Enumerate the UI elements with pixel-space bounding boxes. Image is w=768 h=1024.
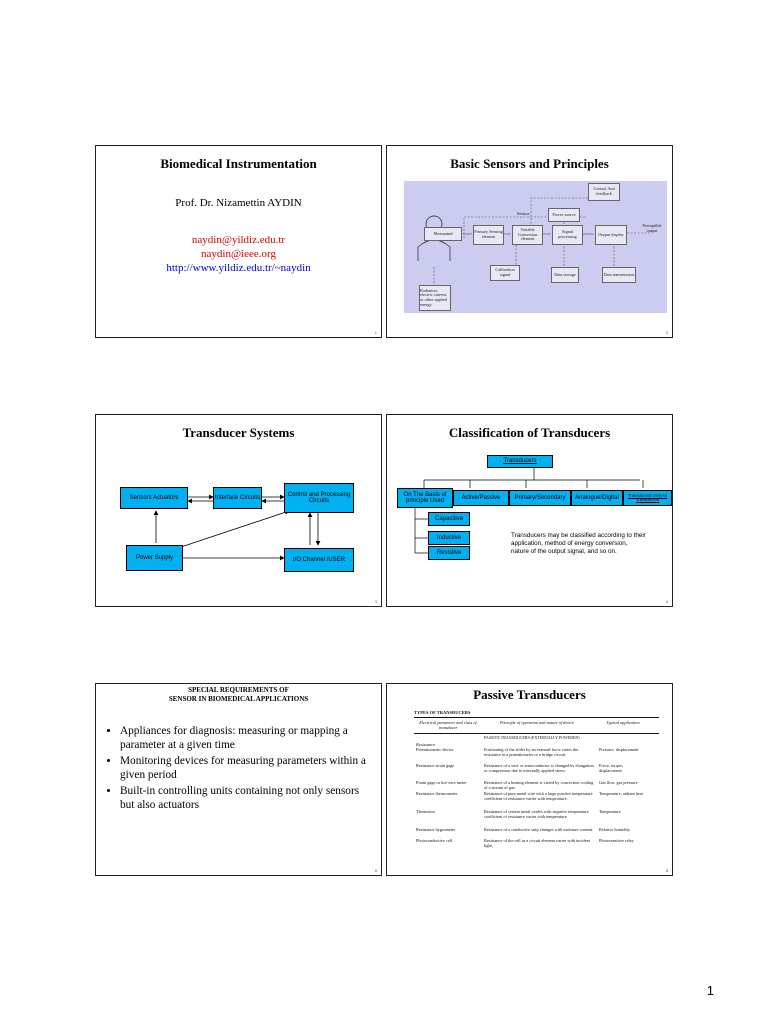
cell-principle: Resistance of the cell as a circuit elem… [484,838,590,849]
cell-application: Pressure, displacement [599,747,639,752]
title-line-2: SENSOR IN BIOMEDICAL APPLICATIONS [168,695,309,703]
classification-note: Transducers may be classified according … [511,532,646,556]
transducer-system-arrows [153,494,321,561]
cell-application: Photosensitive relay [599,838,634,843]
slide-number: 3 [374,599,377,604]
cell-principle: Positioning of the slider by an external… [484,747,579,758]
slide-title: Biomedical Instrumentation [160,156,317,171]
cell-principle: Resistance of a wire or semiconductor is… [484,763,594,774]
list-item: Appliances for diagnosis: measuring or m… [120,724,375,752]
output-display-box: Output display [595,225,627,245]
slide-4: Classification of Transducers Transducer… [386,414,673,607]
cell-class: Resistance strain gage [416,763,455,768]
slide-number: 2 [665,330,668,335]
cell-principle: Resistance of pure metal wire with a lar… [484,791,593,802]
classification-tree-lines [414,468,644,554]
data-storage-box: Data storage [551,267,579,283]
table-row: Photoconductive cell Resistance of the c… [414,838,659,850]
header-application: Typical application [606,720,640,725]
data-transmission-box: Data transmission [602,267,636,283]
table-title: TYPES OF TRANSDUCERS [414,710,471,715]
slide-2: Basic Sensors and Principles [386,145,673,338]
category-inverse-transducers: Transducers/ Inverse Transducers [623,490,672,506]
applied-energy-box: Radiation, electric current, or other ap… [419,285,451,311]
list-item: Monitoring devices for measuring paramet… [120,754,375,782]
table-row: Resistance strain gage Resistance of a w… [414,763,659,779]
table-row: Resistance thermometer Resistance of pur… [414,791,659,807]
email-link-2[interactable]: naydin@ieee.org [201,248,276,260]
perceptible-output-label: Perceptible output [642,223,662,233]
power-supply-box: Power Supply [126,545,183,571]
header-parameter: Electrical parameter and class of transd… [419,720,477,730]
slide-title: Classification of Transducers [448,425,611,440]
cell-application: Temperature, radiant heat [599,791,643,796]
variable-conversion-box: Variable Conversion element [512,225,543,245]
slide-number: 5 [374,868,377,873]
sensors-actuators-box: Sensors Actuators [120,487,188,509]
power-source-box: Power source [548,208,580,222]
io-channel-box: I/O Channel /USER [284,548,354,572]
table-row: Potentiometric device Positioning of the… [414,747,659,763]
diagram-lines [417,197,651,285]
slide-3: Transducer Systems Sensors Actuators Int… [95,414,382,607]
requirements-list: Appliances for diagnosis: measuring or m… [96,724,375,812]
slide-5: SPECIAL REQUIREMENTS OF SENSOR IN BIOMED… [95,683,382,876]
page-number: 1 [706,983,714,998]
table-rule-top [414,717,659,718]
interface-circuits-box: Interface Circuits [213,487,262,509]
slide-number: 4 [665,599,668,604]
cell-class: Thermistor [416,809,436,814]
sub-resistive: Resistive [428,546,470,560]
cell-application: Gas flow, gas pressure [599,780,638,785]
slide-6: Passive Transducers TYPES OF TRANSDUCERS… [386,683,673,876]
table-row: Thermistor Resistance of certain metal o… [414,809,659,825]
slide-number: 1 [374,330,377,335]
table-rule-header [414,733,659,734]
cell-application: Relative humidity [599,827,630,832]
cell-class: Photoconductive cell [416,838,453,843]
cell-class: Pirani gage or hot-wire meter [416,780,467,785]
slide-title: Transducer Systems [182,425,295,440]
category-active-passive: Active/Passive [453,490,509,506]
sensor-label: Sensor [517,211,530,216]
control-processing-box: Control and Processing Circuits [284,483,354,513]
category-primary-secondary: Primary/Secondary [509,490,571,506]
primary-sensing-box: Primary Sensing element [473,225,504,245]
list-item: Built-in controlling units containing no… [120,784,375,812]
website-link[interactable]: http://www.yildiz.edu.tr/~naydin [166,262,311,274]
table-row: Resistance hygrometer Resistance of a co… [414,827,659,838]
cell-application: Temperature [599,809,621,814]
cell-principle: Resistance of a conductive strip changes… [484,827,594,832]
slide-1: Biomedical Instrumentation Prof. Dr. Niz… [95,145,382,338]
group-label: Resistance [416,742,436,747]
section-heading: PASSIVE TRANSDUCERS (EXTERNALLY POWERED) [484,735,580,740]
slide-title: Passive Transducers [473,687,586,702]
slide-title: SPECIAL REQUIREMENTS OF SENSOR IN BIOMED… [96,686,381,704]
author: Prof. Dr. Nizamettin AYDIN [175,197,302,209]
transducer-table: TYPES OF TRANSDUCERS Electrical paramete… [414,708,662,858]
cell-class: Potentiometric device [416,747,454,752]
cell-application: Force, torque, displacement [599,763,623,774]
cell-principle: Resistance of certain metal oxides with … [484,809,589,820]
cell-class: Resistance hygrometer [416,827,456,832]
measurand-box: Measurand [424,227,462,241]
sub-inductive: Inductive [428,531,470,545]
signal-processing-box: Signal processing [552,225,583,245]
cell-class: Resistance thermometer [416,791,458,796]
table-row: Pirani gage or hot-wire meter Resistance… [414,780,659,791]
category-principle: On The Basis of principle Used [397,488,453,508]
cell-principle: Resistance of a heating element is varie… [484,780,594,791]
header-principle: Principle of operation and nature of dev… [499,720,575,725]
control-feedback-box: Control And feedback [588,183,620,201]
calibration-signal-box: Calibration signal [490,265,520,281]
transducers-root-box: Transducers [487,455,553,468]
sub-capacitive: Capacitive [428,512,470,526]
slide-title: Basic Sensors and Principles [450,156,609,171]
email-link-1[interactable]: naydin@yildiz.edu.tr [191,234,286,246]
title-line-1: SPECIAL REQUIREMENTS OF [188,686,289,694]
sensor-diagram: Control And feedback Power source Sensor… [404,181,667,313]
category-analogue-digital: Analogue/Digital [571,490,623,506]
slide-number: 6 [665,868,668,873]
